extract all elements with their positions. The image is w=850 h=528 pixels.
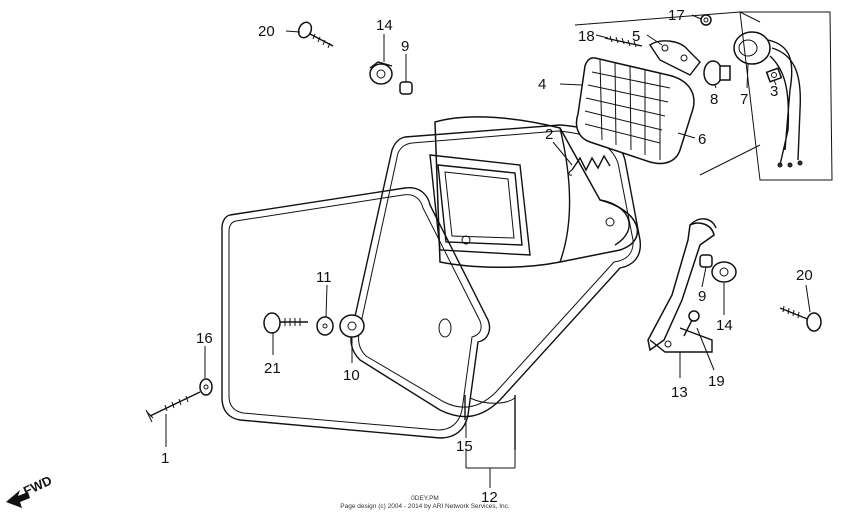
gasket-front [221,187,491,439]
spring-2 [568,154,611,176]
label-5: 5 [632,28,640,45]
bulb [703,60,731,86]
mounting-stay-13 [647,218,717,353]
fwd-indicator: FWD [6,473,54,508]
fwd-label: FWD [21,473,54,499]
label-10: 10 [343,367,360,384]
bolt-20-top [297,21,334,49]
washer-16 [199,378,213,396]
label-4: 4 [538,76,546,93]
label-14-top: 14 [376,17,393,34]
label-8: 8 [710,91,718,108]
subassembly-outline [574,11,833,181]
label-6: 6 [698,131,706,148]
grommet-3 [765,67,783,83]
leader-lines [165,14,811,488]
collar-9-top [399,81,413,95]
footer: 0DEY.PM Page design (c) 2004 - 2014 by A… [340,495,510,510]
part-labels: 20 14 9 18 5 17 4 8 7 3 2 6 11 21 10 16 … [161,7,813,506]
damper-14-right [711,261,737,283]
label-13: 13 [671,384,688,401]
label-3: 3 [770,83,778,100]
label-14-right: 14 [716,317,733,334]
taillight-bracket [649,40,701,76]
label-9-right: 9 [698,288,706,305]
label-15: 15 [456,438,473,455]
label-19: 19 [708,373,725,390]
screw-18 [604,35,643,48]
label-11: 11 [316,269,332,286]
label-21: 21 [264,360,281,377]
fwd-arrow-icon [6,490,30,508]
label-18: 18 [578,28,595,45]
label-1: 1 [161,450,169,467]
footer-code: 0DEY.PM [411,495,439,502]
taillight-lens [575,57,695,165]
case-bottom-tab [464,395,516,450]
collar-9-right [699,254,713,268]
label-20-top: 20 [258,23,275,40]
label-17: 17 [668,7,685,24]
footer-copyright: Page design (c) 2004 - 2014 by ARI Netwo… [340,503,510,510]
label-7: 7 [740,91,748,108]
label-16: 16 [196,330,213,347]
damper-14-top [369,61,393,85]
label-9-top: 9 [401,38,409,55]
damper-10 [339,314,365,338]
label-12: 12 [481,489,498,506]
bolt-1 [145,391,201,423]
bolt-21 [263,312,308,334]
label-20-right: 20 [796,267,813,284]
nut-17 [700,14,712,26]
bolt-20-right [779,305,822,332]
label-2: 2 [545,126,553,143]
bolt-19 [683,310,700,337]
washer-11 [316,316,334,336]
